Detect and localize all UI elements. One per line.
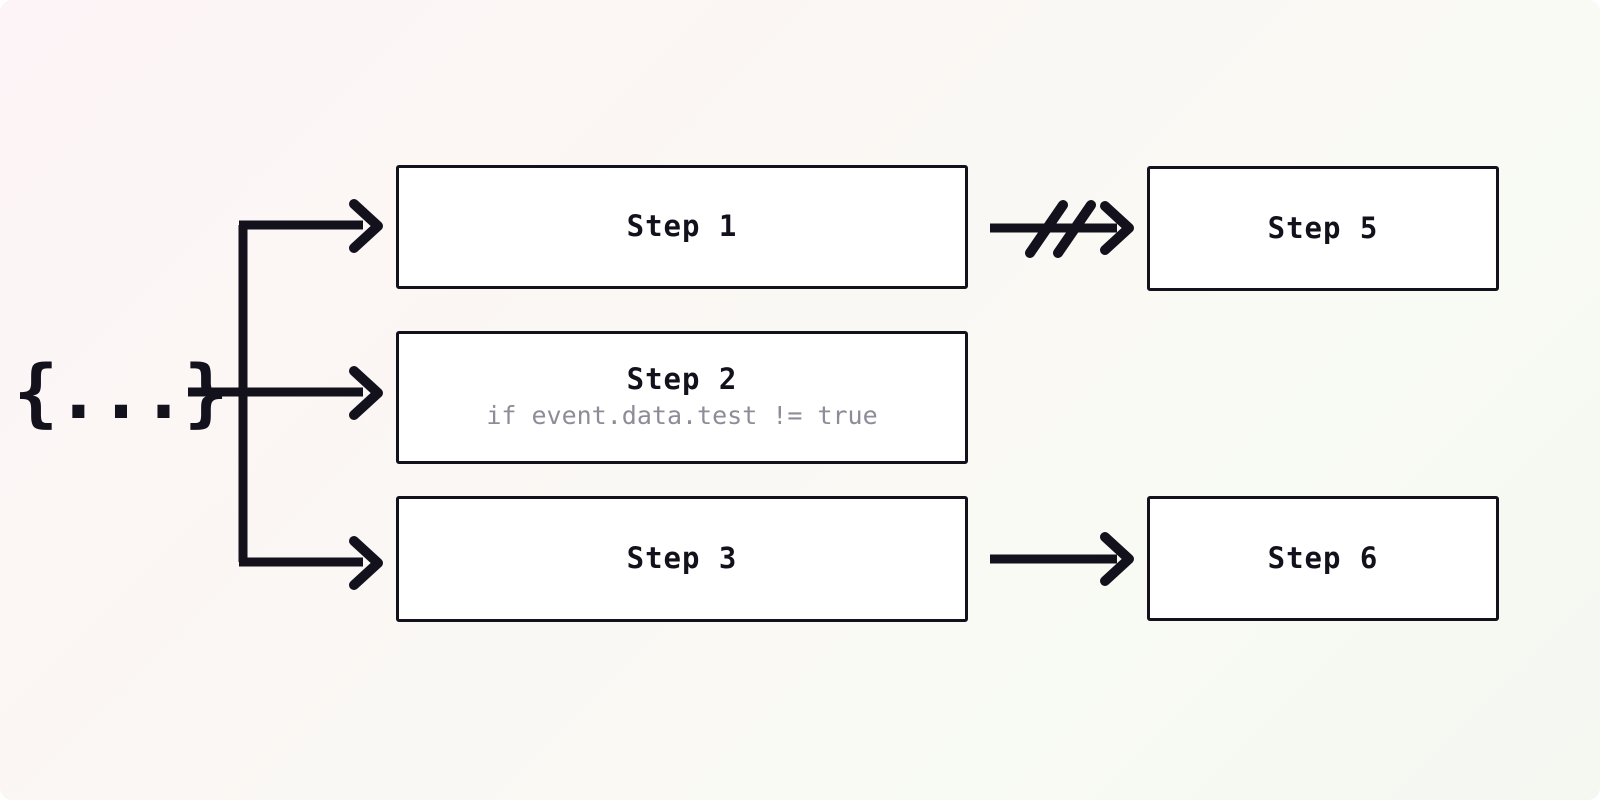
arrowhead-step-2: [349, 366, 383, 420]
step-node-step-6[interactable]: Step 6: [1147, 496, 1499, 621]
skipped-edge-slash-marks: [1025, 200, 1096, 258]
arrowhead-step-6: [1100, 532, 1134, 586]
step-title: Step 1: [626, 209, 738, 244]
step-title: Step 5: [1267, 210, 1379, 245]
arrowhead-step-3: [349, 536, 383, 590]
step-node-step-1[interactable]: Step 1: [396, 165, 968, 289]
step-node-step-5[interactable]: Step 5: [1147, 166, 1499, 291]
event-payload-glyph: {...}: [13, 350, 229, 436]
step-node-step-2[interactable]: Step 2 if event.data.test != true: [396, 331, 968, 464]
arrowhead-step-5: [1100, 201, 1134, 255]
step-title: Step 2: [626, 361, 738, 396]
arrowhead-step-1: [349, 199, 383, 253]
step-title: Step 6: [1267, 540, 1379, 575]
step-condition: if event.data.test != true: [486, 400, 878, 430]
step-node-step-3[interactable]: Step 3: [396, 496, 968, 622]
step-title: Step 3: [626, 541, 738, 576]
